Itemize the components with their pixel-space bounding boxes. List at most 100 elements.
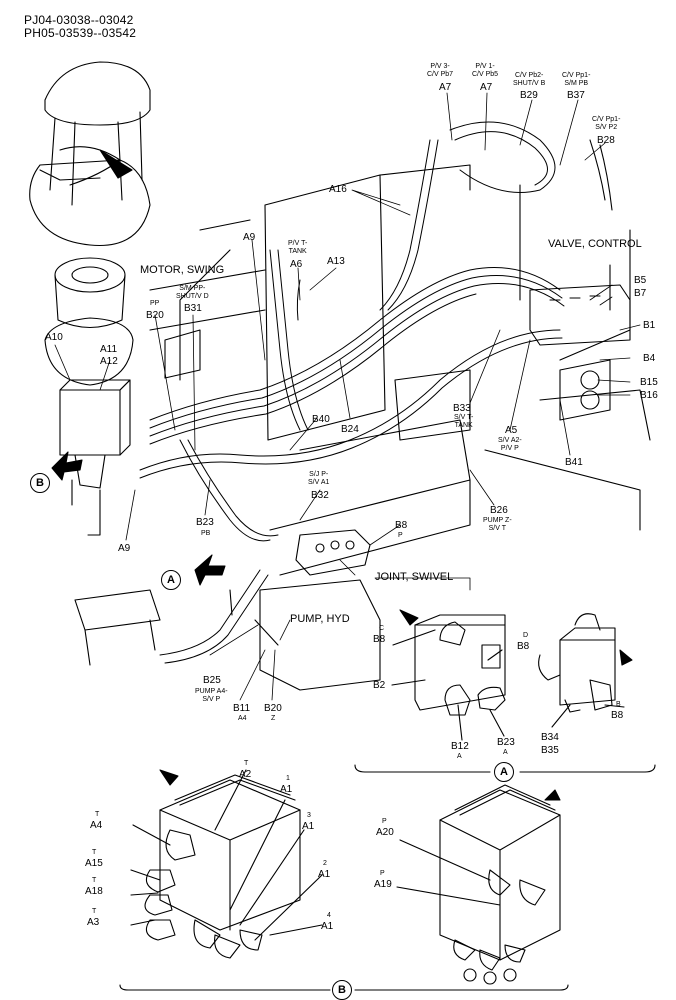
label-b32: B32 — [311, 490, 329, 501]
label-db-a1a: A1 — [280, 784, 293, 795]
label-da-b8d: B8 — [517, 641, 530, 652]
section-valve-control: VALVE, CONTROL — [548, 238, 642, 250]
label-a11: A11 — [100, 344, 118, 355]
view-b-arrow — [51, 451, 83, 481]
label-da-d: D — [523, 632, 529, 639]
section-joint-swivel: JOINT, SWIVEL — [375, 571, 454, 583]
label-db-a15: A15 — [85, 858, 103, 869]
section-pump-hyd: PUMP, HYD — [290, 613, 350, 625]
label-da-b23-sub: A — [503, 749, 508, 756]
view-b-marker: B — [30, 473, 50, 493]
label-b29-sub: C/V Pb2- SHUT/V B — [513, 72, 546, 87]
label-a7b-sub: P/V 1- C/V Pb5 — [472, 63, 499, 78]
label-b28: B28 — [597, 135, 615, 146]
label-b24: B24 — [341, 424, 359, 435]
label-b15: B15 — [640, 377, 658, 388]
label-b7: B7 — [634, 288, 647, 299]
label-da-c: C — [379, 625, 385, 632]
label-a10: A10 — [45, 332, 63, 343]
label-b8-main: B8 — [395, 520, 408, 531]
machine-inset — [29, 61, 151, 247]
detail-b-left — [130, 769, 323, 959]
label-b37-sub: C/V Pp1- S/M PB — [562, 72, 591, 87]
detail-a — [354, 609, 656, 773]
label-a13: A13 — [327, 256, 345, 267]
detail-a-marker: A — [494, 762, 514, 782]
header-line-1: PJ04-03038--03042 — [24, 13, 134, 27]
label-db-a18: A18 — [85, 886, 103, 897]
label-b41: B41 — [565, 457, 583, 468]
label-a5-sub: S/V A2- P/V P — [498, 437, 522, 452]
label-b20: B20 — [146, 310, 164, 321]
label-b20-sub: PP — [150, 300, 160, 307]
label-b25-sub: PUMP A4- S/V P — [195, 688, 228, 703]
label-db-1: 1 — [286, 775, 290, 782]
label-db-3: 3 — [307, 812, 311, 819]
label-da-b34: B34 — [541, 732, 559, 743]
label-db-4: 4 — [327, 912, 331, 919]
label-a9-top: A9 — [243, 232, 256, 243]
label-b23-sub: PB — [201, 530, 211, 537]
label-b26-sub: PUMP Z- S/V T — [483, 517, 512, 532]
label-a7a-sub: P/V 3- C/V Pb7 — [427, 63, 454, 78]
label-db-a1c: A1 — [318, 869, 331, 880]
label-b25: B25 — [203, 675, 221, 686]
view-a-arrow — [194, 554, 226, 586]
label-db-a20: A20 — [376, 827, 394, 838]
label-b23: B23 — [196, 517, 214, 528]
label-a5: A5 — [505, 425, 518, 436]
label-a16: A16 — [329, 184, 347, 195]
label-db-p2: P — [380, 870, 385, 877]
label-db-a1b: A1 — [302, 821, 315, 832]
label-db-t5: T — [92, 908, 97, 915]
label-b32-sub: S/J P- S/V A1 — [308, 471, 330, 486]
label-b33-sub: S/V T- TANK — [454, 414, 474, 429]
label-b28-sub: C/V Pp1- S/V P2 — [592, 116, 621, 131]
label-a6-sub: P/V T- TANK — [288, 240, 308, 255]
label-b26: B26 — [490, 505, 508, 516]
label-db-t3: T — [92, 849, 97, 856]
label-db-a2: A2 — [239, 769, 252, 780]
frame-structure — [149, 164, 651, 576]
label-a12: A12 — [100, 356, 118, 367]
label-db-a3: A3 — [87, 917, 100, 928]
label-b4: B4 — [643, 353, 656, 364]
label-b5: B5 — [634, 275, 647, 286]
label-b11-sub: A4 — [238, 715, 247, 722]
label-db-t1: T — [244, 760, 249, 767]
detail-b-right — [119, 784, 569, 991]
label-da-b12-sub: A — [457, 753, 462, 760]
label-db-2: 2 — [323, 860, 327, 867]
view-a-marker: A — [161, 570, 181, 590]
label-a7b: A7 — [480, 82, 493, 93]
detail-b-marker: B — [332, 980, 352, 1000]
header-line-2: PH05-03539--03542 — [24, 26, 137, 40]
label-db-a19: A19 — [374, 879, 392, 890]
label-da-b2: B2 — [373, 680, 386, 691]
label-da-b23: B23 — [497, 737, 515, 748]
label-a9-bottom: A9 — [118, 543, 131, 554]
label-a7a: A7 — [439, 82, 452, 93]
label-db-t4: T — [92, 877, 97, 884]
label-da-b: B — [616, 701, 621, 708]
label-da-b8r: B8 — [611, 710, 624, 721]
label-db-a4: A4 — [90, 820, 103, 831]
label-db-p1: P — [382, 818, 387, 825]
label-a6: A6 — [290, 259, 303, 270]
swing-motor — [44, 257, 134, 536]
label-b37: B37 — [567, 90, 585, 101]
section-motor-swing: MOTOR, SWING — [140, 264, 225, 276]
label-da-b8: B8 — [373, 634, 386, 645]
label-b1: B1 — [643, 320, 656, 331]
label-b16: B16 — [640, 390, 658, 401]
label-b29: B29 — [520, 90, 538, 101]
leader-lines — [54, 92, 641, 701]
label-db-t2: T — [95, 811, 100, 818]
label-b20z: B20 — [264, 703, 282, 714]
label-b31: B31 — [184, 303, 202, 314]
label-b11: B11 — [233, 703, 251, 714]
swivel-pump — [74, 529, 381, 691]
label-b40: B40 — [312, 414, 330, 425]
label-da-b35: B35 — [541, 745, 559, 756]
